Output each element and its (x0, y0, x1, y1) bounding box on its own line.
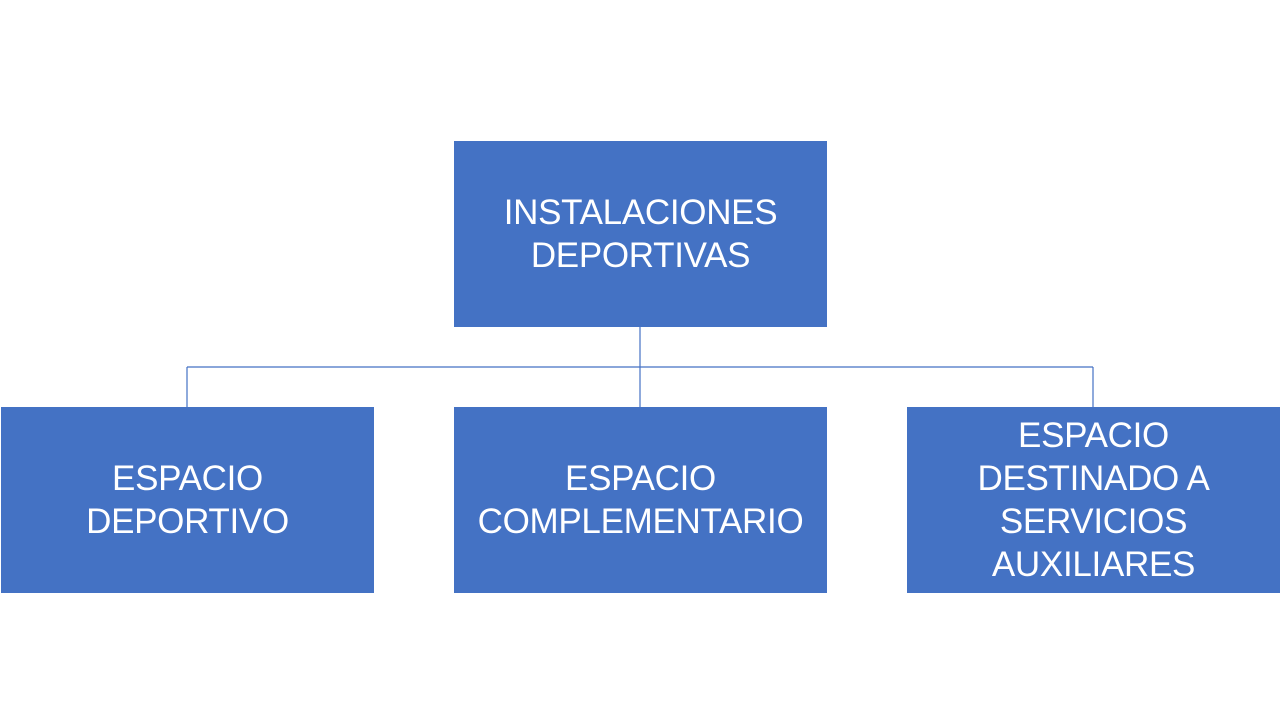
node-label-root: INSTALACIONES DEPORTIVAS (503, 193, 778, 275)
node-label-espacio-complementario: ESPACIO COMPLEMENTARIO (477, 459, 804, 541)
node-instalaciones-deportivas[interactable]: INSTALACIONES DEPORTIVAS (454, 141, 827, 327)
node-label-espacio-servicios-auxiliares: ESPACIO DESTINADO A SERVICIOS AUXILIARES (977, 416, 1210, 584)
node-label-espacio-deportivo: ESPACIO DEPORTIVO (86, 459, 289, 541)
node-espacio-deportivo[interactable]: ESPACIO DEPORTIVO (1, 407, 374, 593)
node-espacio-complementario[interactable]: ESPACIO COMPLEMENTARIO (454, 407, 827, 593)
node-espacio-servicios-auxiliares[interactable]: ESPACIO DESTINADO A SERVICIOS AUXILIARES (907, 407, 1280, 593)
